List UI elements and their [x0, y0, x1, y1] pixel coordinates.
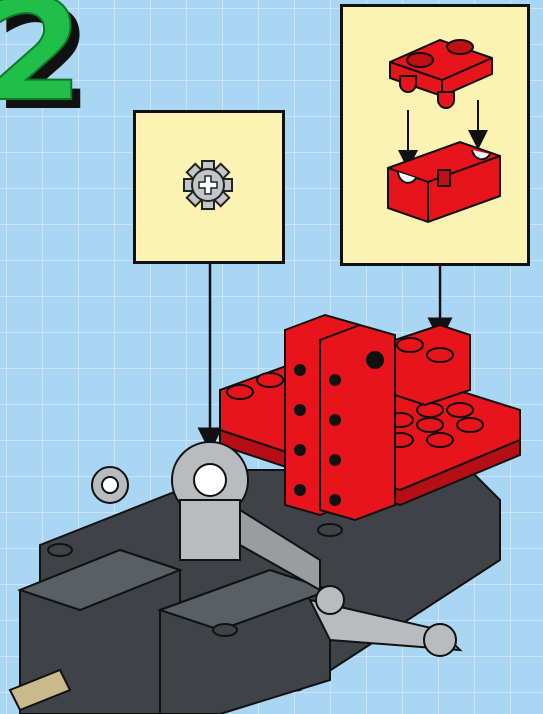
red-bracket-icon — [388, 142, 500, 222]
lego-chassis-assembly-icon — [10, 315, 520, 714]
gray-8-tooth-gear-icon — [184, 161, 232, 209]
red-1x2-plate-icon — [390, 40, 492, 108]
